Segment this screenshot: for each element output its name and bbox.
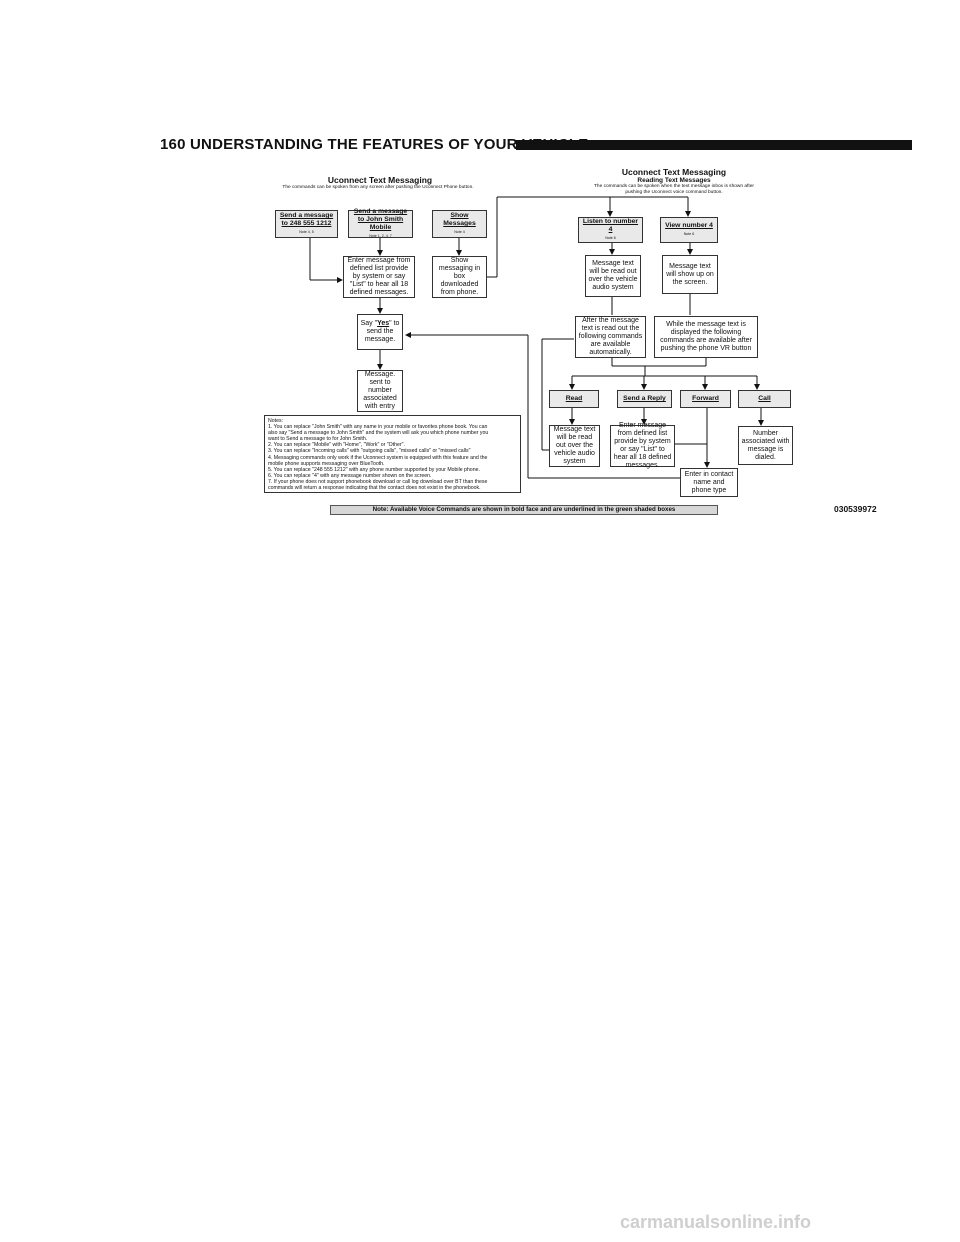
reply-result-box: Enter message from defined list provide … xyxy=(610,422,675,469)
view-command: View number 4 Note 6 xyxy=(660,217,718,243)
send-number-note-ref: Note 4, 5 xyxy=(299,230,314,234)
reply-label: Send a Reply xyxy=(623,395,666,402)
view-result-box: Message text will show up on the screen. xyxy=(662,255,718,294)
reply-command: Send a Reply xyxy=(617,390,672,408)
note-line: 5. You can replace "248 555 1212" with a… xyxy=(268,466,480,473)
read-result-box: Message text will be read out over the v… xyxy=(549,425,600,467)
note-line: 6. You can replace "4" with any message … xyxy=(268,472,432,479)
left-chart-subtitle: The commands can be spoken from any scre… xyxy=(282,185,474,190)
image-code: 030539972 xyxy=(834,504,877,514)
note-line: 7. If your phone does not support phoneb… xyxy=(268,478,488,485)
forward-result-box: Enter in contact name and phone type xyxy=(680,468,738,497)
note-line: mobile phone supports messaging over Blu… xyxy=(268,460,385,467)
footer-note: Note: Available Voice Commands are shown… xyxy=(330,505,718,515)
call-label: Call xyxy=(758,395,771,402)
show-messaging-box: Show messaging in box downloaded from ph… xyxy=(432,256,487,298)
show-messages-label: Show Messages xyxy=(443,212,476,227)
page-number: 160 xyxy=(160,136,186,153)
view-label: View number 4 xyxy=(665,222,713,229)
send-contact-note-ref: Note 1, 2, 4, 7 xyxy=(369,234,392,238)
view-note-ref: Note 6 xyxy=(683,232,695,236)
call-command: Call xyxy=(738,390,791,408)
message-sent-box: Message. sent to number associated with … xyxy=(357,370,403,412)
enter-message-box: Enter message from defined list provide … xyxy=(343,256,415,298)
page-header: 160 UNDERSTANDING THE FEATURES OF YOUR V… xyxy=(160,136,588,153)
note-line: 2. You can replace "Mobile" with "Home",… xyxy=(268,442,405,449)
right-chart-subtitle: Reading Text Messages xyxy=(637,177,711,184)
say-yes-suffix: " to send the message. xyxy=(364,320,400,343)
note-line: 4. Messaging commands only work if the U… xyxy=(268,454,488,461)
note-line: commands will return a response indicati… xyxy=(268,485,481,492)
note-line: 1. You can replace "John Smith" with any… xyxy=(268,424,488,431)
show-messages-note-ref: Note 4 xyxy=(454,230,465,234)
notes-panel: Notes: 1. You can replace "John Smith" w… xyxy=(264,415,521,493)
read-command: Read xyxy=(549,390,599,408)
note-line: 3. You can replace "Incoming calls" with… xyxy=(268,448,471,455)
header-bar xyxy=(516,140,912,150)
forward-command: Forward xyxy=(680,390,731,408)
notes-heading: Notes: xyxy=(268,418,283,424)
flow-connectors xyxy=(309,196,764,479)
show-messages-command: Show Messages Note 4 xyxy=(432,210,487,238)
read-label: Read xyxy=(565,395,583,402)
listen-label: Listen to number 4 xyxy=(582,218,639,233)
right-chart-description: The commands can be spoken when the text… xyxy=(594,184,754,195)
call-result-box: Number associated with message is dialed… xyxy=(738,426,793,465)
send-number-command: Send a message to 248 555 1212 Note 4, 5 xyxy=(275,210,338,238)
listen-command: Listen to number 4 Note 6 xyxy=(578,217,643,243)
note-line: want to Send a message to for John Smith… xyxy=(268,436,368,443)
note-line: also say "Send a message to John Smith" … xyxy=(268,430,489,437)
yes-command: Yes xyxy=(377,320,390,327)
say-yes-text: Say "Yes" to send the message. xyxy=(360,320,400,344)
listen-result-box: Message text will be read out over the v… xyxy=(585,255,641,297)
left-chart-title: Uconnect Text Messaging xyxy=(327,175,433,185)
listen-note-ref: Note 6 xyxy=(605,236,616,240)
send-contact-label: Send a message to John Smith Mobile xyxy=(353,208,408,231)
while-displayed-box: While the message text is displayed the … xyxy=(654,316,758,358)
forward-label: Forward xyxy=(692,395,719,402)
right-chart-title: Uconnect Text Messaging xyxy=(621,167,727,177)
after-read-box: After the message text is read out the f… xyxy=(575,316,646,358)
say-yes-prefix: Say " xyxy=(360,320,378,327)
send-number-label: Send a message to 248 555 1212 xyxy=(279,212,334,227)
section-title: UNDERSTANDING THE FEATURES OF YOUR VEHIC… xyxy=(190,136,589,153)
say-yes-box: Say "Yes" to send the message. xyxy=(357,314,403,350)
send-contact-command: Send a message to John Smith Mobile Note… xyxy=(348,208,413,238)
watermark: carmanualsonline.info xyxy=(620,1212,812,1232)
